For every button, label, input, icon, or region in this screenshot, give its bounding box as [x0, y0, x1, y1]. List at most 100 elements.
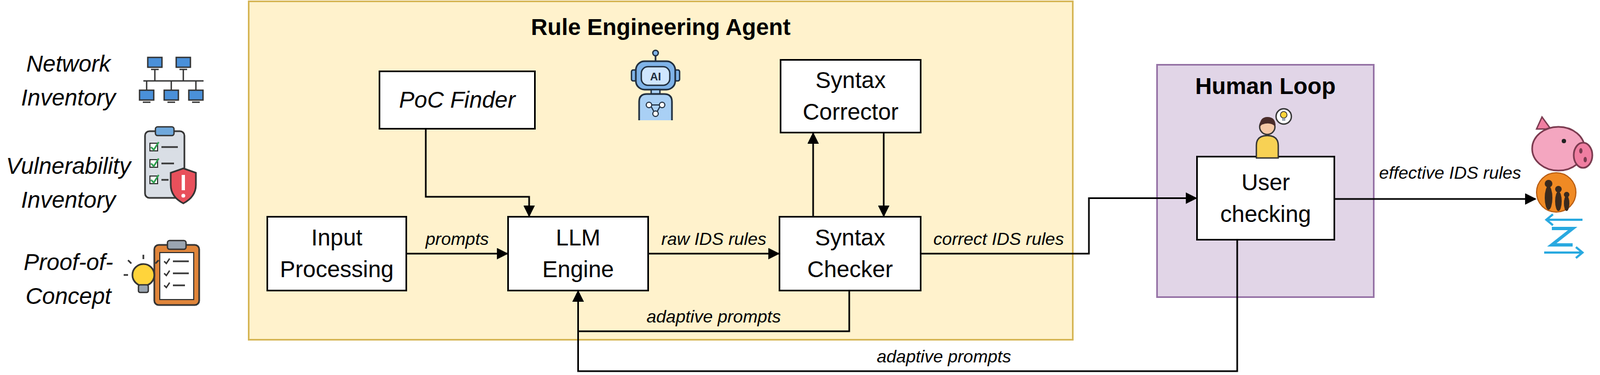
robot-icon-part: [631, 70, 637, 81]
zeek-logo-part: [1551, 228, 1573, 246]
network-icon-part: [170, 80, 173, 91]
flow-arrow: [578, 291, 850, 332]
edge-label: raw IDS rules: [661, 228, 767, 250]
network-icon-part: [151, 68, 159, 71]
flow-arrow: [648, 253, 779, 255]
clipboard-shield-icon-part: [151, 142, 159, 183]
person-icon-part: [1259, 117, 1276, 127]
clipboard-bulb-icon-part: [132, 264, 155, 287]
snort-logo-part: [1573, 142, 1593, 168]
process-box: User checking: [1196, 155, 1336, 241]
flow-arrow: [812, 133, 815, 217]
flow-arrow: [883, 133, 885, 217]
process-box: PoC Finder: [378, 70, 536, 130]
robot-icon-part: [641, 66, 670, 86]
network-icon-part: [176, 57, 191, 68]
clipboard-shield-icon-part: [149, 176, 158, 184]
clipboard-bulb-icon-part: [154, 245, 200, 306]
person-icon-part: [1276, 108, 1292, 125]
clipboard-bulb-icon: [123, 240, 200, 306]
box-label: PoC Finder: [398, 84, 515, 117]
box-label: Syntax Checker: [791, 222, 909, 286]
suricata-logo-part: [1563, 195, 1570, 212]
box-label: LLM Engine: [519, 222, 637, 286]
person-icon-part: [1259, 119, 1275, 135]
edge-label: adaptive prompts: [646, 306, 781, 328]
network-icon-part: [139, 90, 154, 101]
network-icon: [139, 57, 204, 103]
clipboard-shield-icon-part: [155, 126, 175, 136]
robot-icon-part: [652, 50, 659, 56]
network-icon-part: [195, 80, 197, 91]
group-title: Rule Engineering Agent: [249, 11, 1072, 44]
suricata-logo-part: [1544, 180, 1553, 188]
icon-text: AI: [641, 68, 670, 85]
network-icon-part: [188, 90, 204, 101]
snort-logo: [1532, 117, 1593, 171]
input-label: Network Inventory: [0, 47, 137, 115]
clipboard-shield-icon-part: [181, 175, 185, 191]
network-icon-part: [142, 101, 151, 104]
clipboard-shield-icon-part: [149, 143, 158, 152]
input-label: Vulnerability Inventory: [0, 149, 137, 218]
suricata-logo: [1536, 172, 1576, 213]
robot-icon-part: [646, 102, 652, 108]
suricata-logo-part: [1555, 186, 1562, 193]
clipboard-bulb-icon-part: [138, 285, 149, 293]
person-icon-part: [1280, 111, 1288, 119]
zeek-logo: [1544, 214, 1583, 259]
box-label: User checking: [1208, 166, 1323, 231]
input-label: Proof-of-Concept: [0, 245, 137, 314]
network-icon-part: [182, 70, 185, 81]
clipboard-shield-icon: [145, 126, 196, 204]
robot-icon-part: [639, 94, 672, 121]
flow-arrow: [921, 198, 1197, 255]
snort-logo-part: [1536, 117, 1551, 130]
box-label: Syntax Corrector: [792, 64, 909, 129]
network-icon-part: [164, 90, 179, 101]
flow-arrow: [425, 129, 530, 217]
output-arrow: [1335, 198, 1536, 201]
suricata-logo-part: [1555, 191, 1562, 212]
group-panel: Human LoopUser checking: [1156, 64, 1375, 299]
snort-logo-part: [1532, 126, 1585, 171]
robot-icon: [631, 50, 680, 121]
suricata-logo-part: [1544, 186, 1553, 211]
robot-icon-part: [652, 111, 659, 117]
snort-logo-part: [1561, 138, 1567, 144]
flow-label: effective IDS rules: [1357, 161, 1544, 184]
group-title: Human Loop: [1157, 70, 1373, 103]
zeek-logo-part: [1544, 247, 1583, 259]
snort-logo-part: [1583, 157, 1587, 163]
clipboard-bulb-icon-part: [172, 261, 189, 286]
clipboard-bulb-icon-part: [164, 258, 170, 288]
process-box: Syntax Checker: [778, 216, 922, 292]
suricata-logo-part: [1536, 172, 1576, 213]
robot-icon-part: [654, 53, 657, 62]
snort-logo-part: [1579, 148, 1583, 154]
edge-label: correct IDS rules: [933, 228, 1064, 250]
group-panel: Rule Engineering AgentPoC FinderSyntax C…: [247, 0, 1074, 341]
clipboard-shield-icon-part: [170, 168, 196, 204]
robot-icon-part: [651, 105, 660, 112]
edge-label: prompts: [425, 228, 490, 250]
process-box: Input Processing: [266, 216, 408, 292]
zeek-logo-part: [1546, 214, 1583, 226]
network-icon-part: [146, 80, 148, 91]
box-label: Input Processing: [279, 222, 395, 286]
clipboard-shield-icon-part: [161, 147, 178, 181]
edge-label: adaptive prompts: [876, 346, 1011, 368]
person-icon-part: [1256, 135, 1279, 159]
network-icon-part: [147, 57, 162, 68]
robot-icon-part: [659, 102, 665, 108]
clipboard-bulb-icon-part: [167, 240, 187, 250]
clipboard-bulb-icon-part: [123, 254, 159, 276]
suricata-logo-part: [1563, 192, 1570, 198]
robot-icon-part: [635, 61, 676, 90]
network-icon-part: [192, 101, 200, 104]
person-icon: [1256, 108, 1292, 159]
